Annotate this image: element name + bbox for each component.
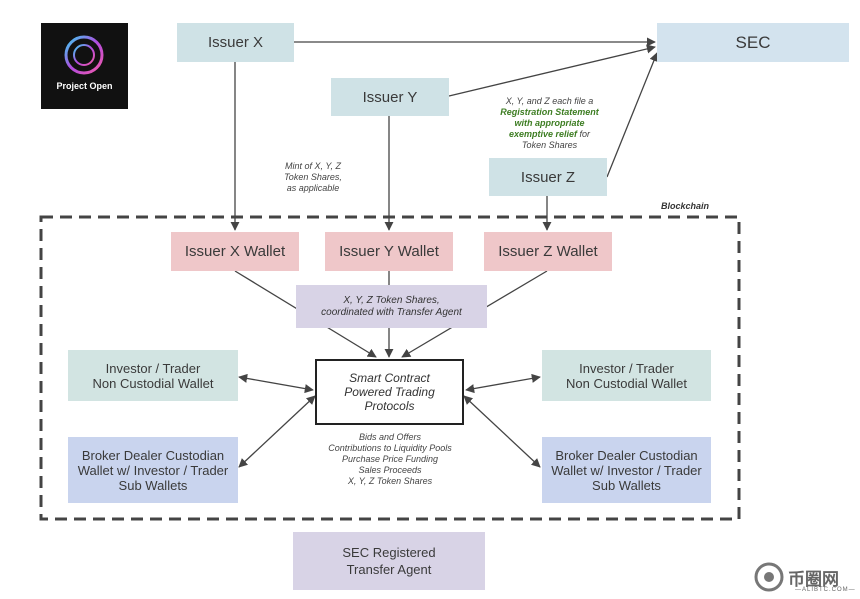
transfer-agent-line: SEC Registered: [342, 545, 436, 560]
arrow-left-broker-smart: [238, 395, 316, 468]
flow-item: Contributions to Liquidity Pools: [328, 443, 452, 453]
project-open-logo: Project Open: [41, 23, 128, 109]
watermark-text: 币圈网: [788, 570, 839, 589]
right-investor-wallet: Investor / Trader Non Custodial Wallet: [542, 350, 711, 401]
token-shares-line: X, Y, Z Token Shares,: [343, 294, 440, 306]
sec-box: SEC: [657, 23, 849, 62]
issuer-y-box: Issuer Y: [331, 78, 449, 116]
right-investor-line: Investor / Trader: [579, 360, 674, 376]
left-broker-line: Wallet w/ Investor / Trader: [77, 462, 229, 478]
transfer-agent-line: Transfer Agent: [346, 562, 432, 577]
left-investor-wallet: Investor / Trader Non Custodial Wallet: [68, 350, 238, 401]
issuer-z-box: Issuer Z: [489, 158, 607, 196]
transfer-agent-box: SEC Registered Transfer Agent: [293, 532, 485, 590]
blockchain-label: Blockchain: [661, 201, 710, 211]
registration-note-suffix: for: [577, 129, 591, 139]
flow-item: X, Y, Z Token Shares: [347, 476, 433, 486]
registration-note-line: Token Shares: [521, 140, 578, 150]
registration-note: X, Y, and Z each file a Registration Sta…: [487, 96, 612, 151]
smart-contract-box: Smart Contract Powered Trading Protocols: [315, 359, 464, 425]
flows-note: Bids and Offers Contributions to Liquidi…: [312, 432, 468, 487]
blockchain-frame: [39, 215, 741, 521]
smart-contract-line: Smart Contract: [349, 371, 430, 385]
right-broker-line: Wallet w/ Investor / Trader: [551, 462, 702, 478]
issuer-x-wallet: Issuer X Wallet: [171, 232, 299, 271]
arrow-right-broker-smart: [463, 395, 541, 468]
mint-note-line: Mint of X, Y, Z: [284, 161, 342, 171]
arrow-left-investor-smart: [238, 373, 314, 394]
token-shares-box: X, Y, Z Token Shares, coordinated with T…: [296, 285, 487, 328]
registration-note-line: exemptive relief: [508, 129, 578, 139]
registration-note-line: X, Y, and Z each file a: [505, 96, 594, 106]
flow-item: Bids and Offers: [358, 432, 422, 442]
flow-item: Purchase Price Funding: [341, 454, 439, 464]
left-investor-line: Non Custodial Wallet: [92, 375, 214, 391]
smart-contract-line: Powered Trading: [344, 385, 435, 399]
issuer-z-wallet: Issuer Z Wallet: [484, 232, 612, 271]
left-investor-line: Investor / Trader: [105, 360, 201, 376]
arrow-right-investor-smart: [465, 373, 541, 394]
logo-ring-icon: [64, 35, 104, 75]
smart-contract-line: Protocols: [364, 399, 415, 413]
right-broker-line: Broker Dealer Custodian: [555, 447, 698, 463]
watermark-subtext: —ALIBTC.COM—: [795, 587, 856, 593]
right-investor-line: Non Custodial Wallet: [566, 375, 687, 391]
flow-item: Sales Proceeds: [358, 465, 422, 475]
left-broker-wallet: Broker Dealer Custodian Wallet w/ Invest…: [68, 437, 238, 503]
mint-note-line: as applicable: [286, 183, 340, 193]
registration-note-line: Registration Statement: [500, 107, 599, 117]
logo-text: Project Open: [56, 81, 113, 91]
right-broker-wallet: Broker Dealer Custodian Wallet w/ Invest…: [542, 437, 711, 503]
issuer-x-box: Issuer X: [177, 23, 294, 62]
watermark-logo-icon: [754, 562, 784, 592]
registration-note-line: with appropriate: [514, 118, 585, 128]
right-broker-line: Sub Wallets: [592, 477, 661, 493]
mint-note-line: Token Shares,: [284, 172, 342, 182]
issuer-y-wallet: Issuer Y Wallet: [325, 232, 453, 271]
mint-note: Mint of X, Y, Z Token Shares, as applica…: [268, 161, 358, 194]
left-broker-line: Broker Dealer Custodian: [81, 447, 225, 463]
arrow-issuer-y-to-sec: [448, 44, 656, 97]
arrow-issuer-z-to-sec: [606, 52, 659, 178]
left-broker-line: Sub Wallets: [118, 477, 188, 493]
token-shares-line: coordinated with Transfer Agent: [321, 306, 462, 318]
